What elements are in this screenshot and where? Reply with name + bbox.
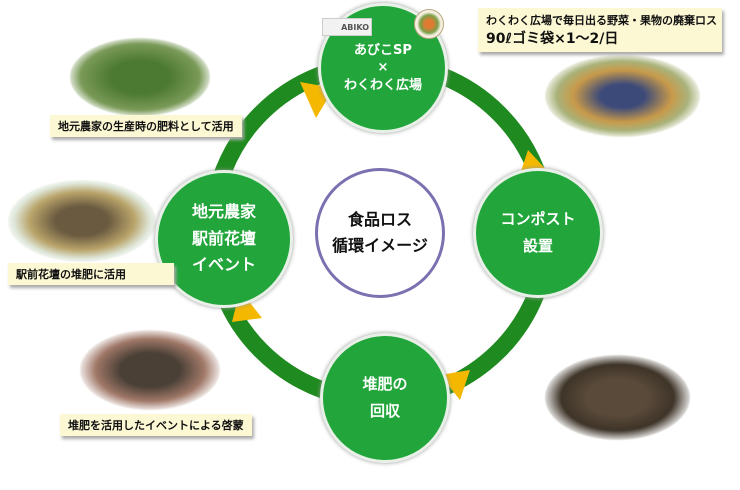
- label-waste: わくわく広場で毎日出る野菜・果物の廃棄ロス 90ℓゴミ袋×1～2/日: [478, 8, 722, 52]
- node-text: ×: [377, 60, 389, 76]
- photo-food-waste: [545, 55, 700, 137]
- node-collection: 堆肥の 回収: [320, 333, 450, 463]
- node-farmers: 地元農家 駅前花壇 イベント: [155, 170, 293, 308]
- arrow-bottom-right: [440, 370, 470, 400]
- logo-text: ABIKO: [341, 23, 369, 32]
- node-text: 堆肥の: [362, 375, 408, 393]
- photo-compost-bin: [545, 355, 690, 440]
- node-text: 駅前花壇: [191, 228, 256, 248]
- photo-flowerbed: [8, 180, 156, 262]
- abiko-logo: ABIKO: [322, 18, 372, 36]
- photo-farmer: [70, 38, 210, 116]
- center-title: 食品ロス 循環イメージ: [315, 168, 445, 298]
- label-flowerbed: 駅前花壇の堆肥に活用: [8, 263, 174, 285]
- label-text: わくわく広場で毎日出る野菜・果物の廃棄ロス: [486, 14, 717, 27]
- node-text: コンポスト: [500, 210, 576, 228]
- wakuwaku-logo: [414, 9, 444, 39]
- node-text: 設置: [522, 237, 553, 255]
- center-text: 循環イメージ: [332, 236, 428, 255]
- node-compost: コンポスト 設置: [473, 168, 603, 298]
- label-text: 90ℓゴミ袋×1～2/日: [486, 31, 619, 47]
- node-text: 回収: [369, 402, 400, 420]
- node-text: 地元農家: [191, 202, 256, 222]
- node-text: わくわく広場: [343, 77, 422, 93]
- photo-compost-hands: [80, 330, 220, 410]
- node-text: イベント: [191, 255, 256, 275]
- label-farmer: 地元農家の生産時の肥料として活用: [50, 115, 242, 137]
- center-text: 食品ロス: [347, 210, 412, 230]
- label-event: 堆肥を活用したイベントによる啓蒙: [60, 414, 252, 436]
- node-text: あびこSP: [354, 42, 412, 58]
